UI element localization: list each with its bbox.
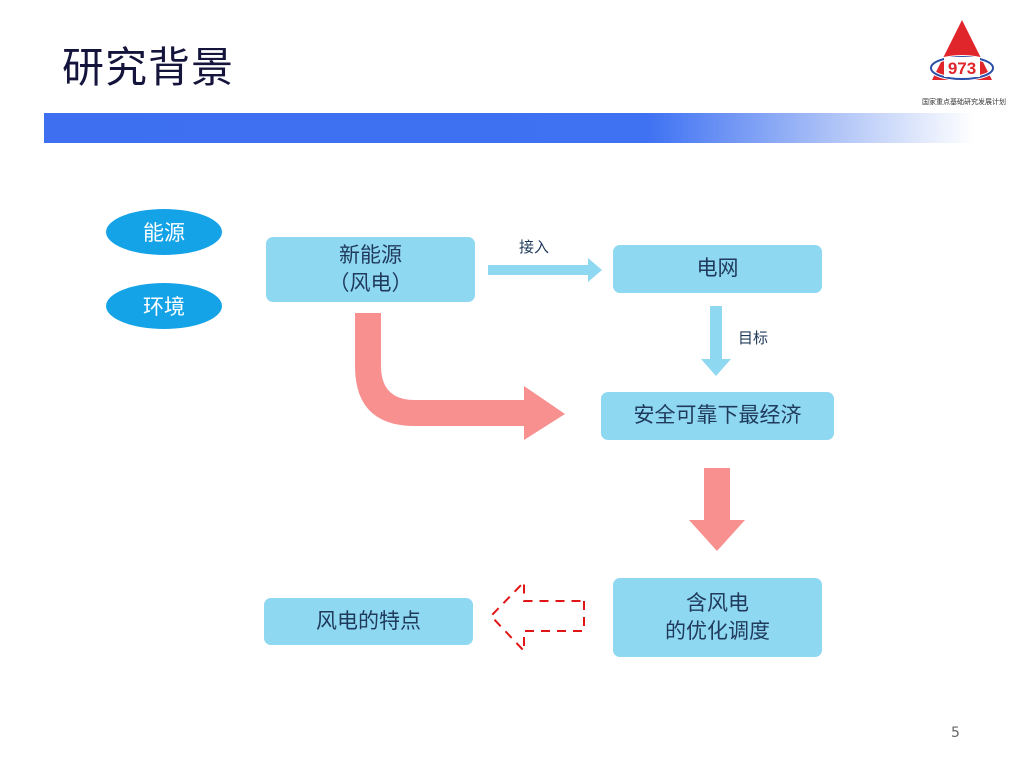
node-goal-label: 安全可靠下最经济	[633, 403, 802, 428]
node-dispatch-line2: 的优化调度	[665, 618, 770, 643]
tag-energy: 能源	[106, 209, 222, 255]
node-new-energy-line1: 新能源	[339, 243, 402, 268]
node-grid: 电网	[613, 245, 822, 293]
node-new-energy-line2: （风电）	[328, 270, 413, 295]
curved-pink-arrow	[355, 313, 565, 440]
page-number: 5	[951, 725, 960, 741]
node-new-energy: 新能源 （风电）	[266, 237, 475, 302]
node-goal: 安全可靠下最经济	[601, 392, 834, 440]
down-pink-arrow	[689, 468, 745, 551]
node-dispatch-line1: 含风电	[686, 591, 749, 616]
target-arrow	[701, 306, 731, 376]
dashed-back-arrow	[489, 579, 585, 654]
slide-title: 研究背景	[62, 43, 235, 92]
tag-environment: 环境	[106, 283, 222, 329]
header-band	[44, 113, 974, 143]
edge-label-target: 目标	[738, 329, 769, 347]
node-dispatch: 含风电 的优化调度	[613, 578, 822, 657]
logo-number: 973	[948, 59, 976, 78]
edge-label-connect: 接入	[519, 238, 550, 256]
tag-energy-label: 能源	[143, 221, 185, 245]
connect-arrow	[488, 258, 602, 282]
logo-caption: 国家重点基础研究发展计划	[922, 98, 1006, 106]
node-grid-label: 电网	[696, 256, 739, 281]
tag-environment-label: 环境	[143, 295, 185, 319]
node-wind-features: 风电的特点	[264, 598, 473, 645]
program-973-logo: 973	[929, 20, 995, 81]
node-wind-features-label: 风电的特点	[316, 608, 421, 633]
